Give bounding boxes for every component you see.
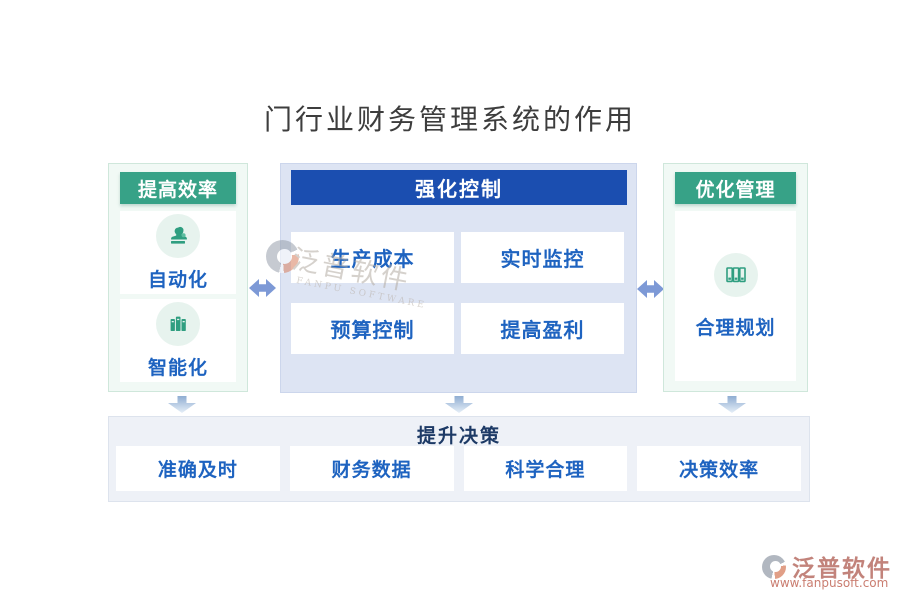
card-automation-label: 自动化 <box>147 268 208 291</box>
books-icon <box>156 301 200 346</box>
panel-improve-efficiency: 提高效率 自动化 智 <box>108 163 248 392</box>
fanpu-logo-icon <box>762 555 786 579</box>
card-scientific-reasonable: 科学合理 <box>463 446 628 491</box>
down-arrow-icon <box>445 396 473 413</box>
card-budget-control: 预算控制 <box>291 303 454 354</box>
card-reasonable-planning: 合理规划 <box>675 211 796 381</box>
panel-optimize-management-header: 优化管理 <box>675 172 796 204</box>
down-arrow-icon <box>718 396 746 413</box>
fanpu-logo-icon <box>266 240 299 273</box>
watermark-brand-name: 泛普软件 <box>792 555 892 582</box>
card-increase-profit: 提高盈利 <box>461 303 624 354</box>
panel-strengthen-control: 强化控制 生产成本 实时监控 预算控制 提高盈利 <box>280 163 637 393</box>
card-financial-data: 财务数据 <box>289 446 454 491</box>
page-title: 门行业财务管理系统的作用 <box>263 103 636 136</box>
panel-improve-decision-header: 提升决策 <box>416 425 501 447</box>
card-accurate-timely: 准确及时 <box>116 446 280 491</box>
watermark-center: 泛普软件 FANPU SOFTWARE <box>266 240 436 311</box>
bottom-card-row: 准确及时 财务数据 科学合理 决策效率 <box>116 446 801 491</box>
card-production-cost: 生产成本 <box>291 232 454 283</box>
card-automation: 自动化 <box>120 211 236 294</box>
panel-improve-efficiency-header: 提高效率 <box>120 172 236 204</box>
stamp-icon <box>156 213 200 258</box>
panel-improve-decision: 提升决策 准确及时 财务数据 科学合理 决策效率 <box>108 416 810 502</box>
watermark-url: www.fanpusoft.com <box>770 576 889 590</box>
card-realtime-monitoring: 实时监控 <box>461 232 624 283</box>
card-decision-efficiency: 决策效率 <box>637 446 801 491</box>
card-intelligence-label: 智能化 <box>147 356 208 379</box>
double-arrow-icon <box>249 279 276 297</box>
down-arrow-icon <box>168 396 196 413</box>
panel-optimize-management: 优化管理 合理规划 <box>663 163 808 392</box>
card-reasonable-planning-label: 合理规划 <box>695 316 776 339</box>
binder-icon <box>713 252 758 297</box>
double-arrow-icon <box>637 280 664 298</box>
panel-strengthen-control-header: 强化控制 <box>291 170 627 205</box>
card-intelligence: 智能化 <box>120 299 236 382</box>
